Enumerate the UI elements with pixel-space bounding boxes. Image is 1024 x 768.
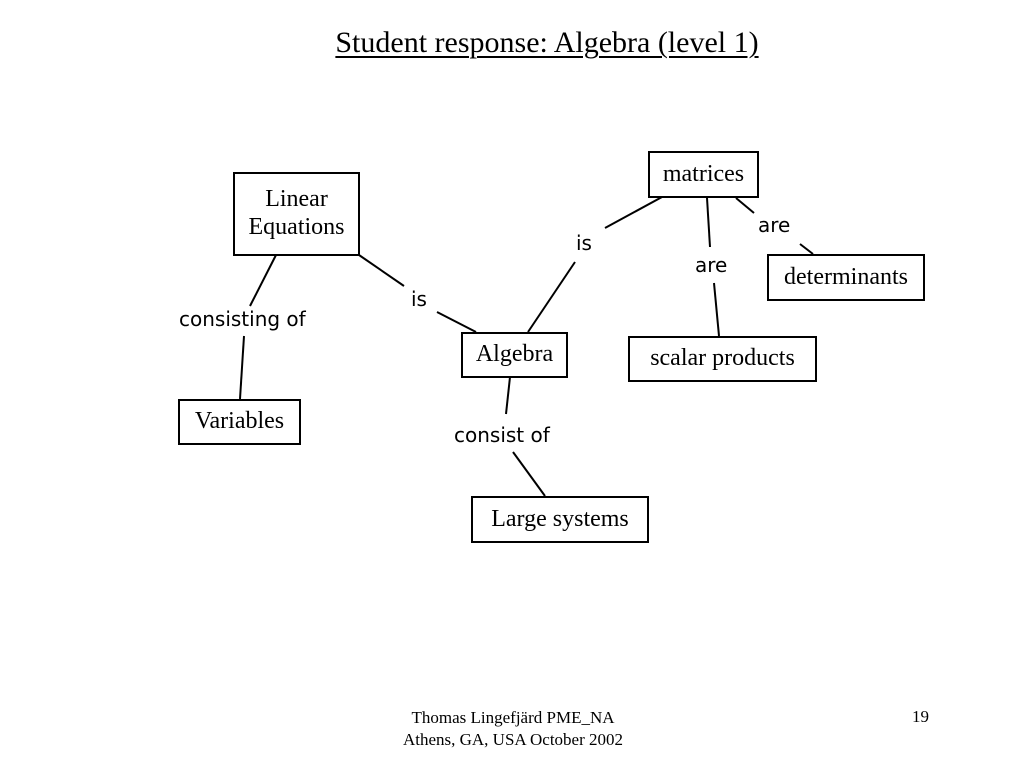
- edge-linear-variables-lower: [239, 335, 245, 400]
- edge-linear-algebra-upper: [358, 254, 405, 287]
- edge-matrices-scalar-lower: [713, 282, 720, 337]
- edge-linear-variables-upper: [249, 254, 277, 307]
- edge-matrices-scalar-upper: [706, 197, 711, 248]
- slide-title: Student response: Algebra (level 1): [335, 26, 759, 59]
- link-label-is-linear-algebra: is: [409, 287, 429, 311]
- link-label-is-algebra-matrices: is: [574, 231, 594, 255]
- edge-determinants-matrices-lower: [799, 243, 814, 255]
- edge-algebra-large-upper: [505, 376, 511, 415]
- node-linear-equations-line2: Equations: [248, 214, 345, 240]
- edge-algebra-matrices-lower: [527, 261, 576, 333]
- footer-line-author: Thomas Lingefjärd PME_NA: [411, 708, 615, 727]
- footer-line-venue: Athens, GA, USA October 2002: [402, 730, 624, 749]
- edge-determinants-matrices-upper: [735, 197, 755, 214]
- link-label-consisting-of: consisting of: [177, 307, 308, 331]
- node-scalar-products: scalar products: [628, 336, 817, 382]
- slide-footer: Thomas Lingefjärd PME_NA Athens, GA, USA…: [372, 707, 654, 751]
- link-label-are-scalar: are: [693, 253, 730, 277]
- edge-algebra-matrices-upper: [604, 196, 663, 229]
- link-label-consist-of: consist of: [452, 423, 552, 447]
- link-label-are-determinants: are: [756, 213, 793, 237]
- node-large-systems: Large systems: [471, 496, 649, 543]
- node-linear-equations-line1: Linear: [265, 186, 328, 213]
- edge-algebra-large-lower: [512, 451, 546, 497]
- node-algebra: Algebra: [461, 332, 568, 378]
- node-determinants: determinants: [767, 254, 925, 301]
- node-linear-equations: Linear Equations: [233, 172, 360, 256]
- node-variables: Variables: [178, 399, 301, 445]
- edge-linear-algebra-lower: [436, 311, 477, 333]
- page-number: 19: [912, 707, 929, 726]
- node-matrices: matrices: [648, 151, 759, 198]
